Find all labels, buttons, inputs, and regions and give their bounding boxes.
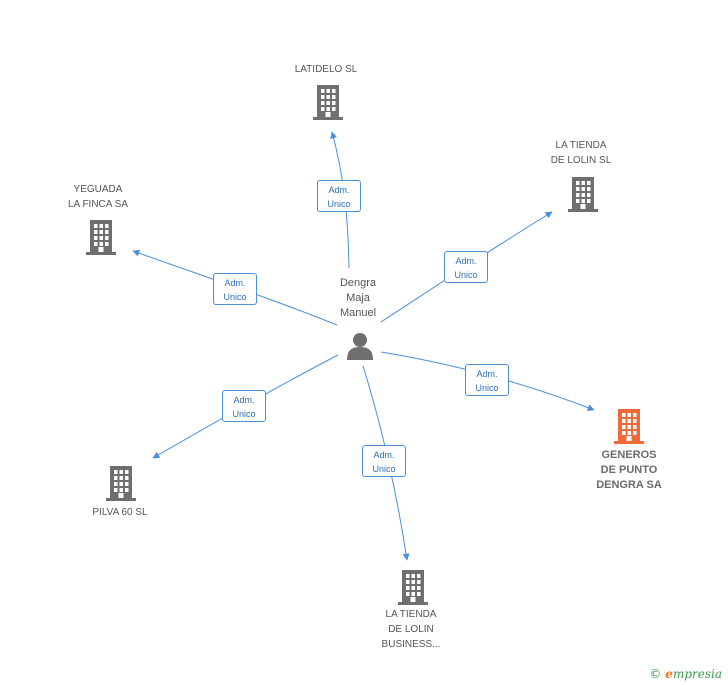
edge-label-generos: Adm. Unico — [465, 364, 509, 396]
edge-label-line-1: Adm. — [373, 450, 395, 460]
company-label-pilva[interactable]: PILVA 60 SL — [92, 505, 147, 520]
company-label-line: LA TIENDA — [555, 140, 607, 151]
building-icon[interactable] — [568, 176, 598, 217]
building-icon[interactable] — [313, 84, 343, 125]
edge-label-pilva: Adm. Unico — [222, 390, 266, 422]
company-label-line: LA TIENDA — [385, 609, 437, 620]
edge-label-tienda-lolin-business: Adm. Unico — [362, 445, 406, 477]
building-icon-highlighted[interactable] — [614, 408, 644, 449]
edge-label-line-1: Adm. — [476, 369, 498, 379]
company-label-tienda-lolin-sl[interactable]: LA TIENDA DE LOLIN SL — [551, 138, 612, 168]
edge-label-line-2: Unico — [454, 270, 478, 280]
company-label-line: PILVA 60 SL — [92, 507, 148, 518]
edge-label-yeguada: Adm. Unico — [213, 273, 257, 305]
edge-label-latidelo: Adm. Unico — [317, 180, 361, 212]
building-icon[interactable] — [86, 219, 116, 260]
company-label-line: DE LOLIN — [388, 624, 434, 635]
person-icon[interactable] — [345, 331, 375, 361]
company-label-line: BUSINESS... — [381, 639, 441, 650]
edge-label-line-2: Unico — [223, 292, 247, 302]
edge-label-line-2: Unico — [372, 464, 396, 474]
company-label-line: LA FINCA SA — [67, 199, 129, 210]
edge-label-line-2: Unico — [475, 383, 499, 393]
edge-label-line-2: Unico — [232, 409, 256, 419]
company-label-latidelo[interactable]: LATIDELO SL — [295, 62, 358, 77]
brand-logo-text: mpresia — [672, 667, 722, 681]
edge-label-line-1: Adm. — [328, 185, 350, 195]
center-person-name[interactable]: Dengra Maja Manuel — [340, 276, 376, 321]
center-name-line-1: Dengra — [339, 277, 377, 289]
edge-label-line-1: Adm. — [455, 256, 477, 266]
company-label-line: DE PUNTO — [600, 464, 658, 476]
company-label-line: DENGRA SA — [596, 479, 662, 491]
company-label-line: YEGUADA — [73, 184, 123, 195]
edge-label-tienda-lolin-sl: Adm. Unico — [444, 251, 488, 283]
brand-logo-letter: e — [665, 667, 673, 681]
edge-label-line-1: Adm. — [224, 278, 246, 288]
building-icon[interactable] — [398, 569, 428, 610]
center-name-line-2: Maja — [346, 292, 370, 304]
company-label-line: DE LOLIN SL — [550, 155, 612, 166]
building-icon[interactable] — [106, 465, 136, 506]
copyright-symbol: © — [649, 667, 662, 681]
edge-label-line-1: Adm. — [233, 395, 255, 405]
edge-label-line-2: Unico — [327, 199, 351, 209]
company-label-generos[interactable]: GENEROS DE PUNTO DENGRA SA — [596, 448, 662, 493]
company-label-yeguada[interactable]: YEGUADA LA FINCA SA — [68, 182, 128, 212]
center-name-line-3: Manuel — [339, 307, 377, 319]
company-label-line: GENEROS — [601, 449, 657, 461]
footer-brand[interactable]: ©empresia — [649, 667, 722, 681]
company-label-tienda-lolin-business[interactable]: LA TIENDA DE LOLIN BUSINESS... — [382, 607, 441, 652]
company-label-line: LATIDELO SL — [294, 64, 358, 75]
